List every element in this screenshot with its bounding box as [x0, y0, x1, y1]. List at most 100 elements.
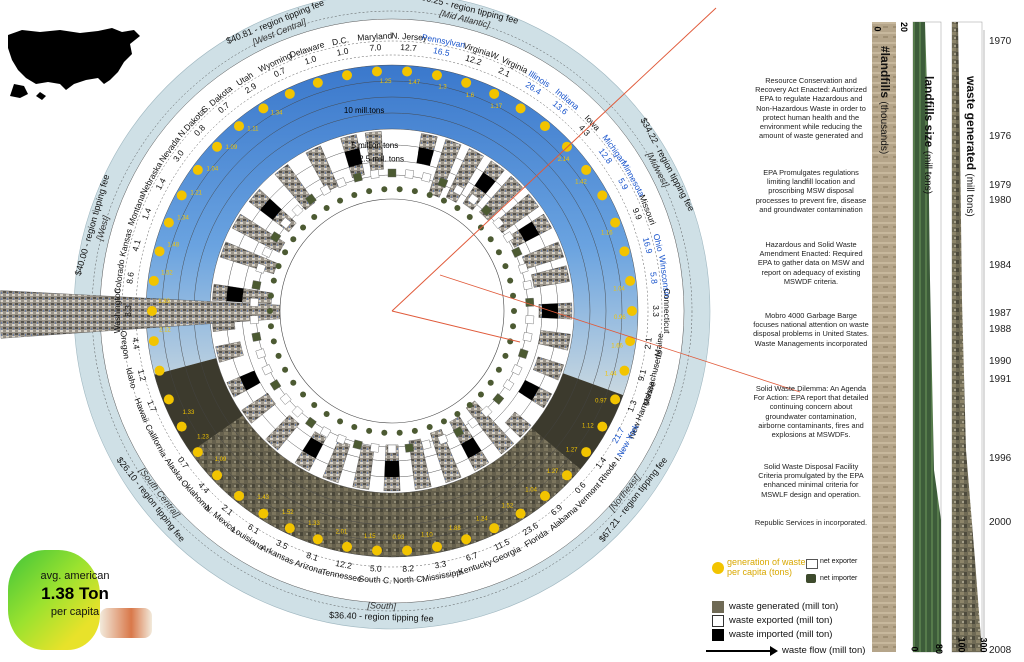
per-capita-value: 1.15: [364, 534, 376, 540]
ring-scale-label: 5 million tons: [352, 141, 399, 150]
state-dot-icon: [487, 236, 494, 243]
timeline-event: Mobro 4000 Garbage Barge focuses nationa…: [753, 311, 869, 348]
per-capita-value: 1.25: [380, 79, 392, 85]
per-capita-dot: [402, 66, 413, 77]
net-exporter-state-icon: [255, 263, 267, 274]
net-exporter-state-icon: [249, 315, 259, 325]
per-capita-value: 1.04: [613, 286, 625, 292]
state-dot-icon: [466, 213, 473, 220]
waste-imported-tile: [416, 147, 434, 166]
per-capita-value: 1.11: [247, 126, 259, 132]
legend-importer-label: net importer: [820, 575, 858, 582]
net-exporter-state-icon: [522, 331, 533, 342]
state-dot-icon: [396, 429, 403, 436]
state-waste-value: 12.7: [400, 42, 417, 53]
state-dot-icon: [510, 323, 517, 330]
waste-imported-tile: [260, 198, 282, 220]
waste-imported-tile: [474, 172, 496, 194]
badge-line-3: per capita: [50, 606, 100, 618]
net-exporter-state-icon: [511, 364, 523, 376]
per-capita-dot: [431, 541, 442, 552]
state-waste-value: 2.1: [642, 337, 653, 350]
per-capita-value: 1.10: [421, 532, 433, 538]
state-dot-icon: [502, 263, 509, 270]
per-capita-value: 1.66: [611, 343, 623, 349]
waste-generated-fill: [952, 22, 982, 652]
state-dot-icon: [411, 188, 418, 195]
per-capita-dot: [597, 190, 608, 201]
per-capita-dot: [461, 534, 472, 545]
timeline-event: Resource Conservation and Recovery Act E…: [755, 76, 867, 141]
per-capita-dot: [147, 306, 157, 316]
per-capita-dot: [342, 541, 353, 552]
landfills-title-text: #landfills: [878, 46, 892, 99]
timeline-year: 1987: [989, 308, 1012, 319]
per-capita-dot: [581, 164, 592, 175]
net-exporter-state-icon: [255, 348, 267, 359]
net-exporter-state-icon: [279, 217, 292, 229]
per-capita-dot: [148, 336, 159, 347]
state-name: Connecticut: [662, 289, 672, 335]
state-waste-value: 1.3: [625, 398, 639, 413]
sky-band: [145, 64, 639, 396]
net-importer-state-icon: [251, 280, 262, 291]
net-exporter-state-icon: [525, 315, 535, 325]
net-importer-state-icon: [480, 204, 493, 217]
waste-generated-title: waste generated (mill tons): [964, 76, 978, 217]
state-name: South C.: [358, 573, 392, 585]
state-dot-icon: [337, 197, 344, 204]
ground-band-texture: [190, 415, 581, 557]
per-capita-dot: [154, 365, 165, 376]
state-dot-icon: [267, 323, 274, 330]
per-capita-dot: [234, 121, 245, 132]
state-dot-icon: [267, 308, 273, 314]
state-dot-icon: [440, 418, 447, 425]
trash-items-icon: [100, 608, 152, 638]
gen-low-label: 100: [956, 637, 967, 653]
per-capita-dot: [625, 275, 636, 286]
per-capita-value: 2.01: [336, 529, 348, 535]
timeline-event: EPA Promulgates regulations limiting lan…: [755, 168, 867, 214]
per-capita-dot: [163, 394, 174, 405]
waste-generated-unit: (mill tons): [964, 173, 975, 217]
state-dot-icon: [477, 391, 484, 398]
per-capita-dot: [212, 141, 223, 152]
waste-generated-tile: [538, 330, 571, 351]
net-exporter-state-icon: [404, 169, 414, 179]
timeline-event: Solid Waste Dilemma: An Agenda For Actio…: [753, 384, 869, 440]
state-waste-value: 3.5: [275, 537, 290, 551]
per-capita-dot: [154, 246, 165, 257]
per-capita-value: 1.52: [161, 271, 173, 277]
legend-importer-icon: [806, 574, 816, 583]
timeline-year: 1976: [989, 131, 1012, 142]
timeline-year: 1990: [989, 356, 1012, 367]
state-dot-icon: [495, 249, 502, 256]
net-exporter-state-icon: [261, 246, 273, 258]
waste-imported-tile: [302, 437, 323, 459]
per-capita-value: 1.24: [476, 517, 488, 523]
waste-generated-tile: [430, 428, 462, 483]
state-dot-icon: [510, 292, 517, 299]
gen-max-label: 300: [978, 637, 989, 653]
state-waste-value: 4.1: [130, 238, 143, 252]
timeline-year: 1988: [989, 324, 1012, 335]
region-name: [South]: [366, 600, 396, 611]
timeline-year: 1984: [989, 260, 1012, 271]
per-capita-dot: [176, 190, 187, 201]
per-capita-dot: [371, 545, 382, 556]
state-dot-icon: [381, 429, 388, 436]
per-capita-value: 1.47: [408, 80, 420, 86]
net-importer-state-icon: [387, 168, 397, 178]
net-exporter-state-icon: [319, 426, 332, 438]
landfills-title: #landfills (thousands): [878, 46, 892, 154]
state-waste-value: 12.2: [335, 558, 353, 571]
landfills-size-title: landfills size (mill tons): [922, 76, 936, 194]
state-waste-value: 1.0: [303, 53, 318, 66]
per-capita-value: 1.33: [183, 410, 195, 416]
per-capita-value: 1.16: [601, 231, 613, 237]
per-capita-value: 1.43: [257, 495, 269, 501]
net-exporter-state-icon: [370, 443, 380, 453]
net-exporter-state-icon: [261, 364, 273, 376]
per-capita-value: 1.04: [525, 488, 537, 494]
legend-flow-label: waste flow (mill ton): [782, 645, 866, 656]
